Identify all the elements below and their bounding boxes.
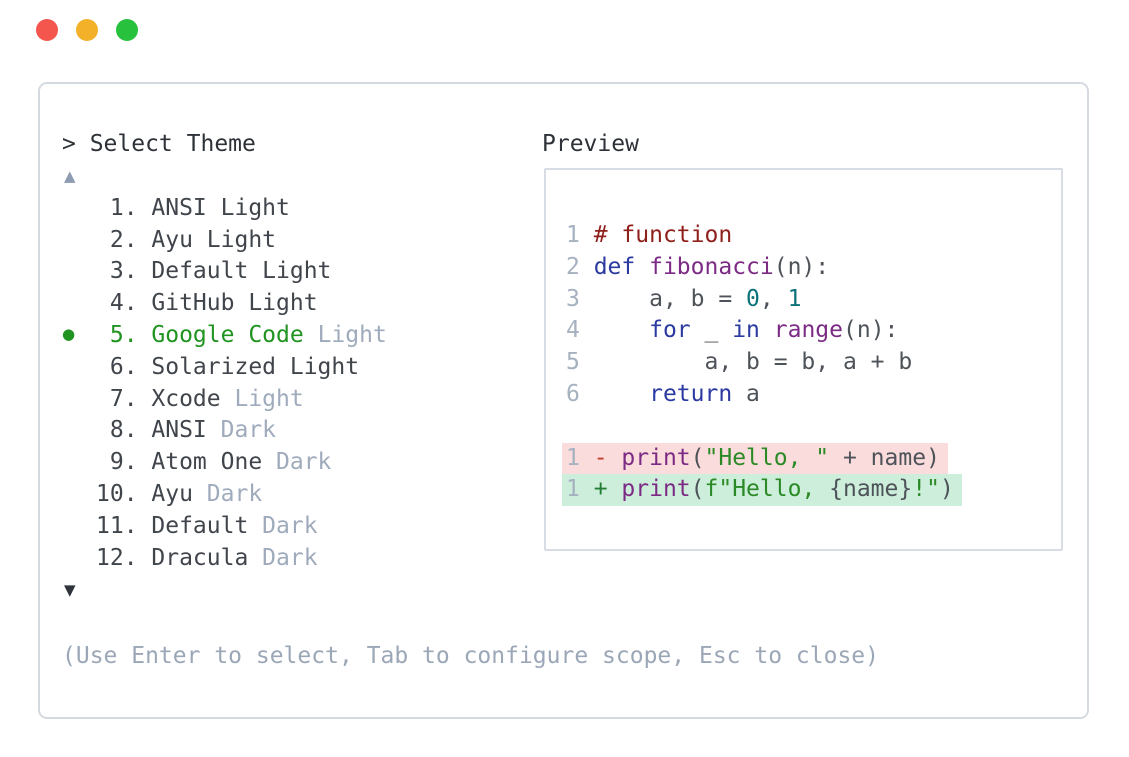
theme-item-number: 2. <box>96 226 152 253</box>
preview-title: Preview <box>542 131 639 157</box>
close-button[interactable] <box>36 19 58 41</box>
theme-item-variant-label: Dark <box>248 512 318 539</box>
theme-item-label: Atom One <box>151 449 263 476</box>
code-line: 4 for _ in range(n): <box>566 317 899 344</box>
theme-item-number: 1. <box>96 194 152 221</box>
theme-item-number: 10. <box>96 481 152 508</box>
theme-item-label: Ayu <box>151 481 193 508</box>
theme-item-label: ANSI Light <box>151 194 290 221</box>
theme-item-default[interactable]: 11. Default Dark <box>62 510 387 542</box>
theme-item-number: 11. <box>96 512 152 539</box>
theme-item-variant-label: Dark <box>262 449 332 476</box>
diff-added-line: 1 + print(f"Hello, {name}!") <box>562 474 1061 507</box>
theme-item-default-light[interactable]: 3. Default Light <box>62 256 387 288</box>
code-line: 5 a, b = b, a + b <box>566 349 913 376</box>
theme-item-number: 9. <box>96 449 152 476</box>
theme-item-atom-one[interactable]: 9. Atom One Dark <box>62 446 387 478</box>
theme-item-dracula[interactable]: 12. Dracula Dark <box>62 542 387 574</box>
theme-item-variant-label: Dark <box>248 544 318 571</box>
theme-item-label: Solarized Light <box>151 353 360 380</box>
theme-item-google-code[interactable]: ● 5. Google Code Light <box>62 319 387 351</box>
theme-item-label: Dracula <box>151 544 249 571</box>
theme-item-label: Default Light <box>151 258 332 285</box>
theme-item-xcode[interactable]: 7. Xcode Light <box>62 383 387 415</box>
theme-picker-panel: > Select Theme ▲ 1. ANSI Light 2. Ayu Li… <box>38 82 1089 719</box>
theme-item-number: 8. <box>96 417 152 444</box>
scroll-up-icon[interactable]: ▲ <box>64 167 76 185</box>
theme-item-label: Ayu Light <box>151 226 277 253</box>
theme-item-variant-label: Dark <box>192 481 263 508</box>
code-line <box>566 411 1061 443</box>
theme-item-variant-label: Light <box>303 322 387 349</box>
theme-list: 1. ANSI Light 2. Ayu Light 3. Default Li… <box>62 192 387 574</box>
theme-item-ansi[interactable]: 8. ANSI Dark <box>62 415 387 447</box>
theme-item-number: 6. <box>96 353 152 380</box>
theme-item-variant-label: Light <box>220 385 304 412</box>
window-traffic-lights <box>36 19 138 41</box>
theme-item-number: 7. <box>96 385 152 412</box>
selected-bullet-icon: ● <box>62 325 76 344</box>
code-line: 2 def fibonacci(n): <box>566 253 830 280</box>
theme-item-ansi-light[interactable]: 1. ANSI Light <box>62 192 387 224</box>
theme-item-label: ANSI <box>151 417 207 444</box>
scroll-down-icon[interactable]: ▼ <box>64 580 76 599</box>
theme-item-label: Google Code <box>151 322 304 349</box>
select-theme-prompt: > Select Theme <box>62 131 256 157</box>
theme-item-number: 5. <box>96 322 152 349</box>
theme-item-github-light[interactable]: 4. GitHub Light <box>62 287 387 319</box>
minimize-button[interactable] <box>76 19 98 41</box>
zoom-button[interactable] <box>116 19 138 41</box>
preview-pane: 1 # function 2 def fibonacci(n): 3 a, b = … <box>544 168 1063 551</box>
theme-item-number: 4. <box>96 290 152 317</box>
code-line: 1 # function <box>566 222 733 248</box>
diff-removed-line: 1 - print("Hello, " + name) <box>562 442 1061 475</box>
theme-selector-column: > Select Theme ▲ 1. ANSI Light 2. Ayu Li… <box>62 128 387 606</box>
preview-column: Preview 1 # function 2 def fibonacci(n): 3… <box>542 128 1063 551</box>
theme-item-solarized-light[interactable]: 6. Solarized Light <box>62 351 387 383</box>
theme-item-number: 12. <box>96 544 152 571</box>
theme-item-variant-label: Dark <box>206 417 277 444</box>
theme-item-ayu-light[interactable]: 2. Ayu Light <box>62 224 387 256</box>
theme-item-ayu[interactable]: 10. Ayu Dark <box>62 478 387 510</box>
theme-item-label: GitHub Light <box>151 290 318 317</box>
theme-item-number: 3. <box>96 258 152 285</box>
code-line: 3 a, b = 0, 1 <box>566 285 802 312</box>
theme-item-label: Xcode <box>151 385 221 412</box>
help-text: (Use Enter to select, Tab to configure s… <box>62 643 879 669</box>
theme-item-label: Default <box>151 512 249 539</box>
code-line: 6 return a <box>566 380 760 407</box>
